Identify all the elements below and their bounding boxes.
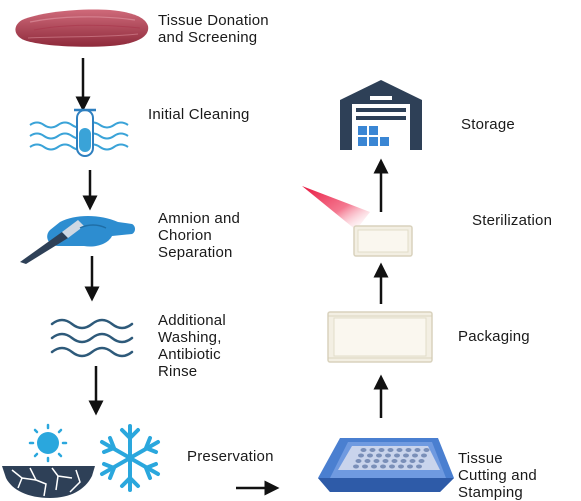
stamping-plate-icon xyxy=(318,438,454,492)
stamp-well xyxy=(391,459,398,463)
stamp-well xyxy=(358,453,364,458)
stamp-well xyxy=(378,448,385,452)
stamp-well xyxy=(421,453,427,458)
cracked-ground-icon xyxy=(2,466,95,498)
pouch-icon xyxy=(327,311,433,363)
stamp-well xyxy=(369,448,376,452)
stamp-well xyxy=(400,459,407,463)
stamp-well xyxy=(409,459,416,463)
stamp-well xyxy=(403,453,409,458)
stamp-well xyxy=(382,459,389,463)
test-tube-in-water-icon xyxy=(29,108,129,157)
scalpel-in-hand-icon xyxy=(20,216,135,264)
stamp-well xyxy=(405,448,412,452)
step-label-washing: Additional Washing, Antibiotic Rinse xyxy=(158,312,226,380)
stamp-well xyxy=(371,464,377,469)
stamp-well xyxy=(367,453,373,458)
step-label-storage: Storage xyxy=(461,116,515,133)
stamp-well xyxy=(353,464,359,469)
stamp-well xyxy=(418,459,425,463)
stamp-well xyxy=(414,448,421,452)
wavy-lines-icon xyxy=(50,318,134,358)
stamp-well xyxy=(355,459,362,463)
stamp-well xyxy=(389,464,395,469)
step-label-cutting: Tissue Cutting and Stamping xyxy=(458,450,537,501)
snowflake-icon xyxy=(100,424,160,492)
stamp-well xyxy=(387,448,394,452)
stamp-well xyxy=(416,464,422,469)
step-label-initial-cleaning: Initial Cleaning xyxy=(148,106,250,123)
stamp-well xyxy=(385,453,391,458)
stamp-well xyxy=(364,459,371,463)
stamp-well xyxy=(394,453,400,458)
step-label-preservation: Preservation xyxy=(187,448,274,465)
sun-icon xyxy=(28,423,68,463)
stamp-well xyxy=(376,453,382,458)
step-label-tissue-donation: Tissue Donation and Screening xyxy=(158,12,269,46)
stamp-well xyxy=(407,464,413,469)
irradiated-pouch-icon xyxy=(302,186,413,257)
stamp-well xyxy=(362,464,368,469)
stamp-well xyxy=(396,448,403,452)
step-label-packaging: Packaging xyxy=(458,328,530,345)
stamp-well xyxy=(398,464,404,469)
stamp-well xyxy=(423,448,430,452)
stamp-well xyxy=(412,453,418,458)
stamp-well xyxy=(360,448,367,452)
step-label-separation: Amnion and Chorion Separation xyxy=(158,210,241,261)
tissue-sample-icon xyxy=(15,9,149,47)
warehouse-icon xyxy=(340,80,422,150)
stamp-well xyxy=(380,464,386,469)
stamp-well xyxy=(373,459,380,463)
step-label-sterilization: Sterilization xyxy=(472,212,553,229)
